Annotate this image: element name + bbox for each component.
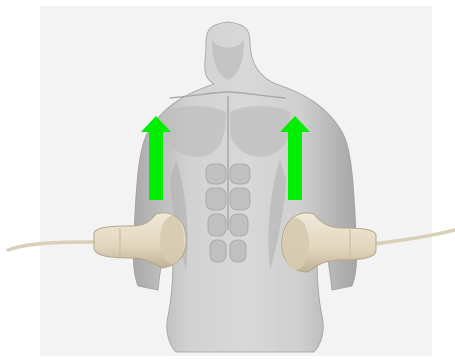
probe-cable-left [8, 242, 96, 250]
probe-cable-right [374, 230, 455, 244]
torso-body [133, 22, 357, 352]
